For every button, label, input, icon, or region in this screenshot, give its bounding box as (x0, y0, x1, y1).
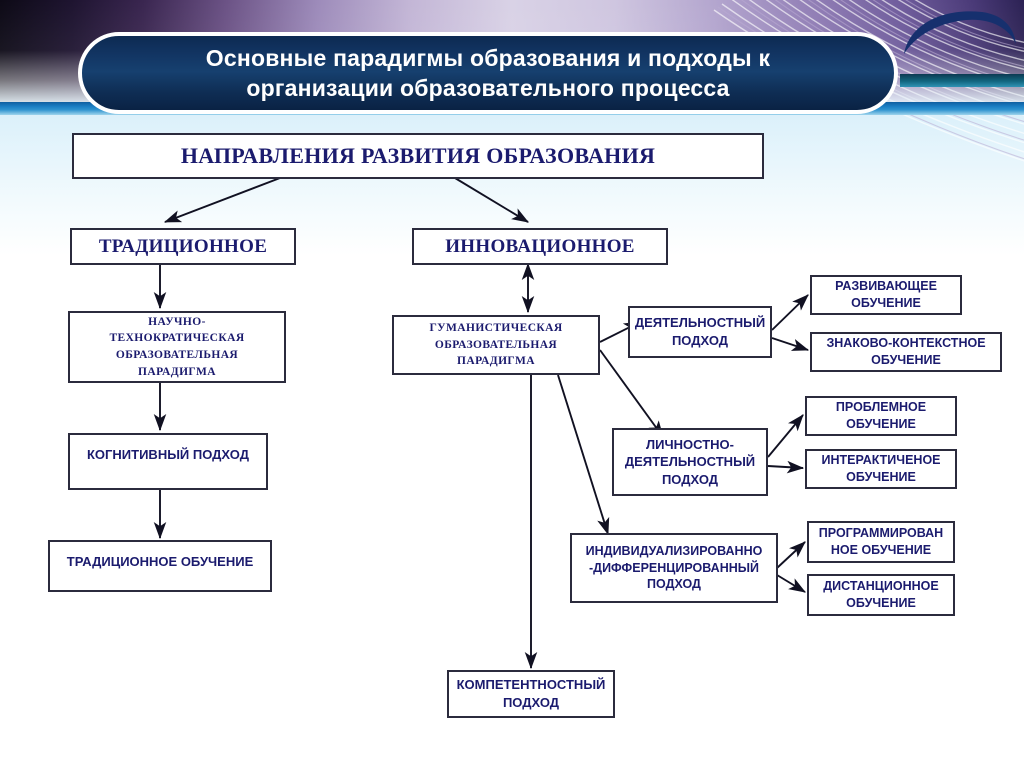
node-method-programmed[interactable]: ПРОГРАММИРОВАН НОЕ ОБУЧЕНИЕ (807, 521, 955, 563)
node-branch-innovative[interactable]: ИННОВАЦИОННОЕ (412, 228, 668, 265)
page-title-line-1: Основные парадигмы образования и подходы… (205, 44, 771, 71)
node-cognitive-approach[interactable]: КОГНИТИВНЫЙ ПОДХОД (68, 433, 268, 490)
node-root-directions[interactable]: НАПРАВЛЕНИЯ РАЗВИТИЯ ОБРАЗОВАНИЯ (72, 133, 764, 179)
node-paradigm-technocratic[interactable]: НАУЧНО- ТЕХНОКРАТИЧЕСКАЯ ОБРАЗОВАТЕЛЬНАЯ… (68, 311, 286, 383)
page-title: Основные парадигмы образования и подходы… (166, 43, 810, 104)
node-paradigm-humanistic[interactable]: ГУМАНИСТИЧЕСКАЯ ОБРАЗОВАТЕЛЬНАЯ ПАРАДИГМ… (392, 315, 600, 375)
node-approach-activity[interactable]: ДЕЯТЕЛЬНОСТНЫЙ ПОДХОД (628, 306, 772, 358)
node-method-problem-based[interactable]: ПРОБЛЕМНОЕ ОБУЧЕНИЕ (805, 396, 957, 436)
node-method-interactive[interactable]: ИНТЕРАКТИЧЕНОЕ ОБУЧЕНИЕ (805, 449, 957, 489)
slide-title-banner: Основные парадигмы образования и подходы… (78, 32, 898, 114)
node-method-developmental[interactable]: РАЗВИВАЮЩЕЕ ОБУЧЕНИЕ (810, 275, 962, 315)
page-title-line-2: организации образовательного процесса (246, 75, 730, 101)
node-method-sign-contextual[interactable]: ЗНАКОВО-КОНТЕКСТНОЕ ОБУЧЕНИЕ (810, 332, 1002, 372)
node-approach-individualized[interactable]: ИНДИВИДУАЛИЗИРОВАННО -ДИФФЕРЕНЦИРОВАННЫЙ… (570, 533, 778, 603)
crescent-swoosh-icon (900, 8, 1018, 56)
node-approach-competence[interactable]: КОМПЕТЕНТНОСТНЫЙ ПОДХОД (447, 670, 615, 718)
background-dark-teal-bar (900, 74, 1024, 87)
node-method-distance[interactable]: ДИСТАНЦИОННОЕ ОБУЧЕНИЕ (807, 574, 955, 616)
node-branch-traditional[interactable]: ТРАДИЦИОННОЕ (70, 228, 296, 265)
node-traditional-learning[interactable]: ТРАДИЦИОННОЕ ОБУЧЕНИЕ (48, 540, 272, 592)
node-approach-personal-activity[interactable]: ЛИЧНОСТНО- ДЕЯТЕЛЬНОСТНЫЙ ПОДХОД (612, 428, 768, 496)
